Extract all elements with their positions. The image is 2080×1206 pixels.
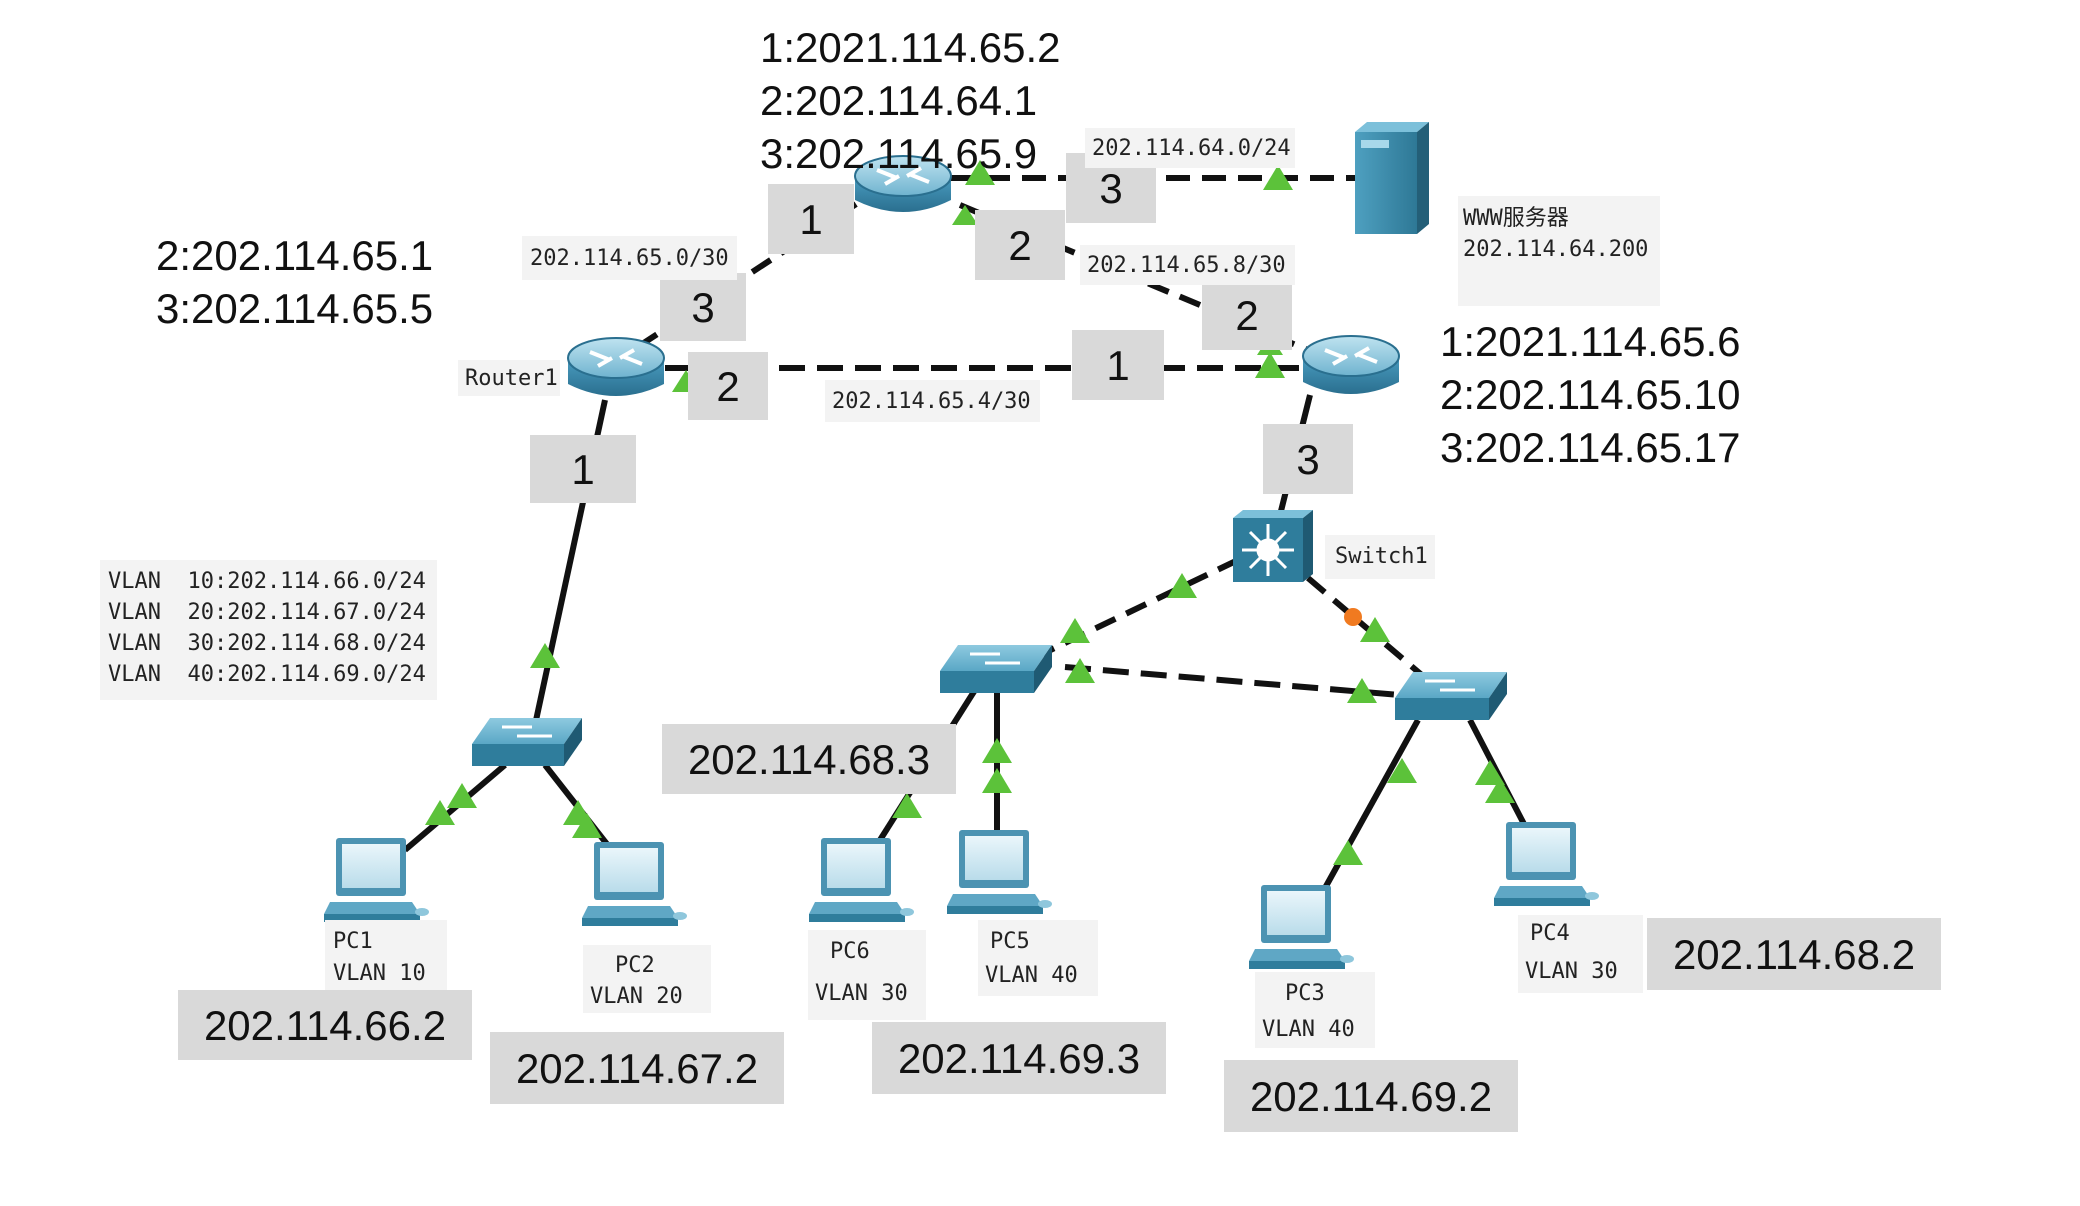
port-number-box <box>660 273 746 341</box>
switch1[interactable] <box>1233 510 1313 582</box>
pc-ip: 202.114.66.2 <box>204 1002 446 1049</box>
router1[interactable] <box>567 337 665 396</box>
pc-ip: 202.114.67.2 <box>516 1045 758 1092</box>
pc-name: PC1 <box>333 929 373 954</box>
pc-icon[interactable] <box>1249 885 1354 969</box>
router-top-iface-2: 2:202.114.64.1 <box>760 77 1037 124</box>
router-top-iface-1: 1:2021.114.65.2 <box>760 24 1061 71</box>
pc-vlan: VLAN 30 <box>1525 959 1618 984</box>
router1-label: Router1 <box>465 366 558 391</box>
pc-vlan: VLAN 30 <box>815 981 908 1006</box>
network-label-mid: 202.114.65.4/30 <box>832 389 1031 414</box>
pc-ip-box <box>662 724 956 794</box>
pc-icon[interactable] <box>809 838 914 922</box>
port-number: 2 <box>1235 292 1258 339</box>
pc-ip-box <box>490 1032 784 1104</box>
router-arrows-icon <box>1324 346 1378 366</box>
pc-icon[interactable] <box>582 842 687 926</box>
pc-ip: 202.114.68.3 <box>688 736 930 783</box>
router1-iface-2: 2:202.114.65.1 <box>156 232 433 279</box>
pc-vlan: VLAN 40 <box>1262 1017 1355 1042</box>
router1-interfaces: 2:202.114.65.1 3:202.114.65.5 <box>156 232 433 332</box>
pc-ip-box <box>178 990 472 1060</box>
multilayer-switch-icon <box>1242 524 1294 576</box>
port-number: 1 <box>799 196 822 243</box>
network-label-mid-right: 202.114.65.8/30 <box>1087 253 1286 278</box>
pc-name: PC3 <box>1285 981 1325 1006</box>
router-right[interactable] <box>1302 335 1400 394</box>
router1-iface-3: 3:202.114.65.5 <box>156 285 433 332</box>
switch1-label: Switch1 <box>1335 544 1428 569</box>
pc-ip-box <box>1647 918 1941 990</box>
pc-name: PC4 <box>1530 921 1570 946</box>
switch-left[interactable] <box>472 718 582 766</box>
link-status-indicators <box>425 160 1515 865</box>
port-number: 2 <box>1008 222 1031 269</box>
pc-icon[interactable] <box>947 830 1052 914</box>
www-server-name: WWW服务器 <box>1463 206 1569 231</box>
links <box>403 175 1528 890</box>
vlan-table: VLAN 10:202.114.66.0/24 VLAN 20:202.114.… <box>108 569 426 687</box>
pc-icon[interactable] <box>1494 822 1599 906</box>
pc-name: PC2 <box>615 953 655 978</box>
port-number: 1 <box>1106 342 1129 389</box>
router-top-interfaces: 1:2021.114.65.2 2:202.114.64.1 3:202.114… <box>760 24 1061 177</box>
router-top[interactable] <box>854 155 952 212</box>
pc-ip-box <box>872 1022 1166 1094</box>
port-number: 3 <box>691 284 714 331</box>
port-number-box <box>1202 280 1292 350</box>
pc-icons <box>324 822 1599 969</box>
switch-b[interactable] <box>1395 672 1507 720</box>
vlan-row: VLAN 20:202.114.67.0/24 <box>108 600 426 625</box>
router-right-iface-3: 3:202.114.65.17 <box>1440 424 1741 471</box>
blocked-port-indicator <box>1344 608 1362 626</box>
port-number-box <box>1072 330 1164 400</box>
router-right-iface-2: 2:202.114.65.10 <box>1440 371 1741 418</box>
port-number-box <box>530 435 636 503</box>
pc-ip-boxes: 202.114.66.2 202.114.67.2 202.114.68.3 202.… <box>178 724 1941 1132</box>
pc-ip: 202.114.69.2 <box>1250 1073 1492 1120</box>
vlan-row: VLAN 30:202.114.68.0/24 <box>108 631 426 656</box>
switch-a[interactable] <box>940 645 1052 693</box>
router-right-iface-1: 1:2021.114.65.6 <box>1440 318 1741 365</box>
network-label-top-left: 202.114.65.0/30 <box>530 246 729 271</box>
port-number-box <box>688 352 768 420</box>
port-number-box <box>975 210 1065 280</box>
pc-vlan: VLAN 10 <box>333 961 426 986</box>
pc-name: PC5 <box>990 929 1030 954</box>
pc-icon[interactable] <box>324 838 429 922</box>
www-server[interactable] <box>1355 122 1429 234</box>
port-number-box <box>1263 424 1353 494</box>
pc-name: PC6 <box>830 939 870 964</box>
router-top-iface-3: 3:202.114.65.9 <box>760 130 1037 177</box>
router-arrows-icon <box>876 166 930 186</box>
pc-vlan: VLAN 40 <box>985 963 1078 988</box>
router-right-interfaces: 1:2021.114.65.6 2:202.114.65.10 3:202.11… <box>1440 318 1741 471</box>
www-server-ip: 202.114.64.200 <box>1463 237 1648 262</box>
port-number: 3 <box>1296 436 1319 483</box>
network-label-top-right: 202.114.64.0/24 <box>1092 136 1291 161</box>
port-number-box <box>768 184 854 254</box>
vlan-row: VLAN 40:202.114.69.0/24 <box>108 662 426 687</box>
port-number: 1 <box>571 446 594 493</box>
link-switch-a-switch-b <box>1064 664 1401 698</box>
pc-ip-box <box>1224 1060 1518 1132</box>
vlan-row: VLAN 10:202.114.66.0/24 <box>108 569 426 594</box>
pc-vlan: VLAN 20 <box>590 984 683 1009</box>
pc-ip: 202.114.68.2 <box>1673 931 1915 978</box>
port-number: 2 <box>716 363 739 410</box>
port-number: 3 <box>1099 165 1122 212</box>
pc-ip: 202.114.69.3 <box>898 1035 1140 1082</box>
router-arrows-icon <box>589 348 643 368</box>
